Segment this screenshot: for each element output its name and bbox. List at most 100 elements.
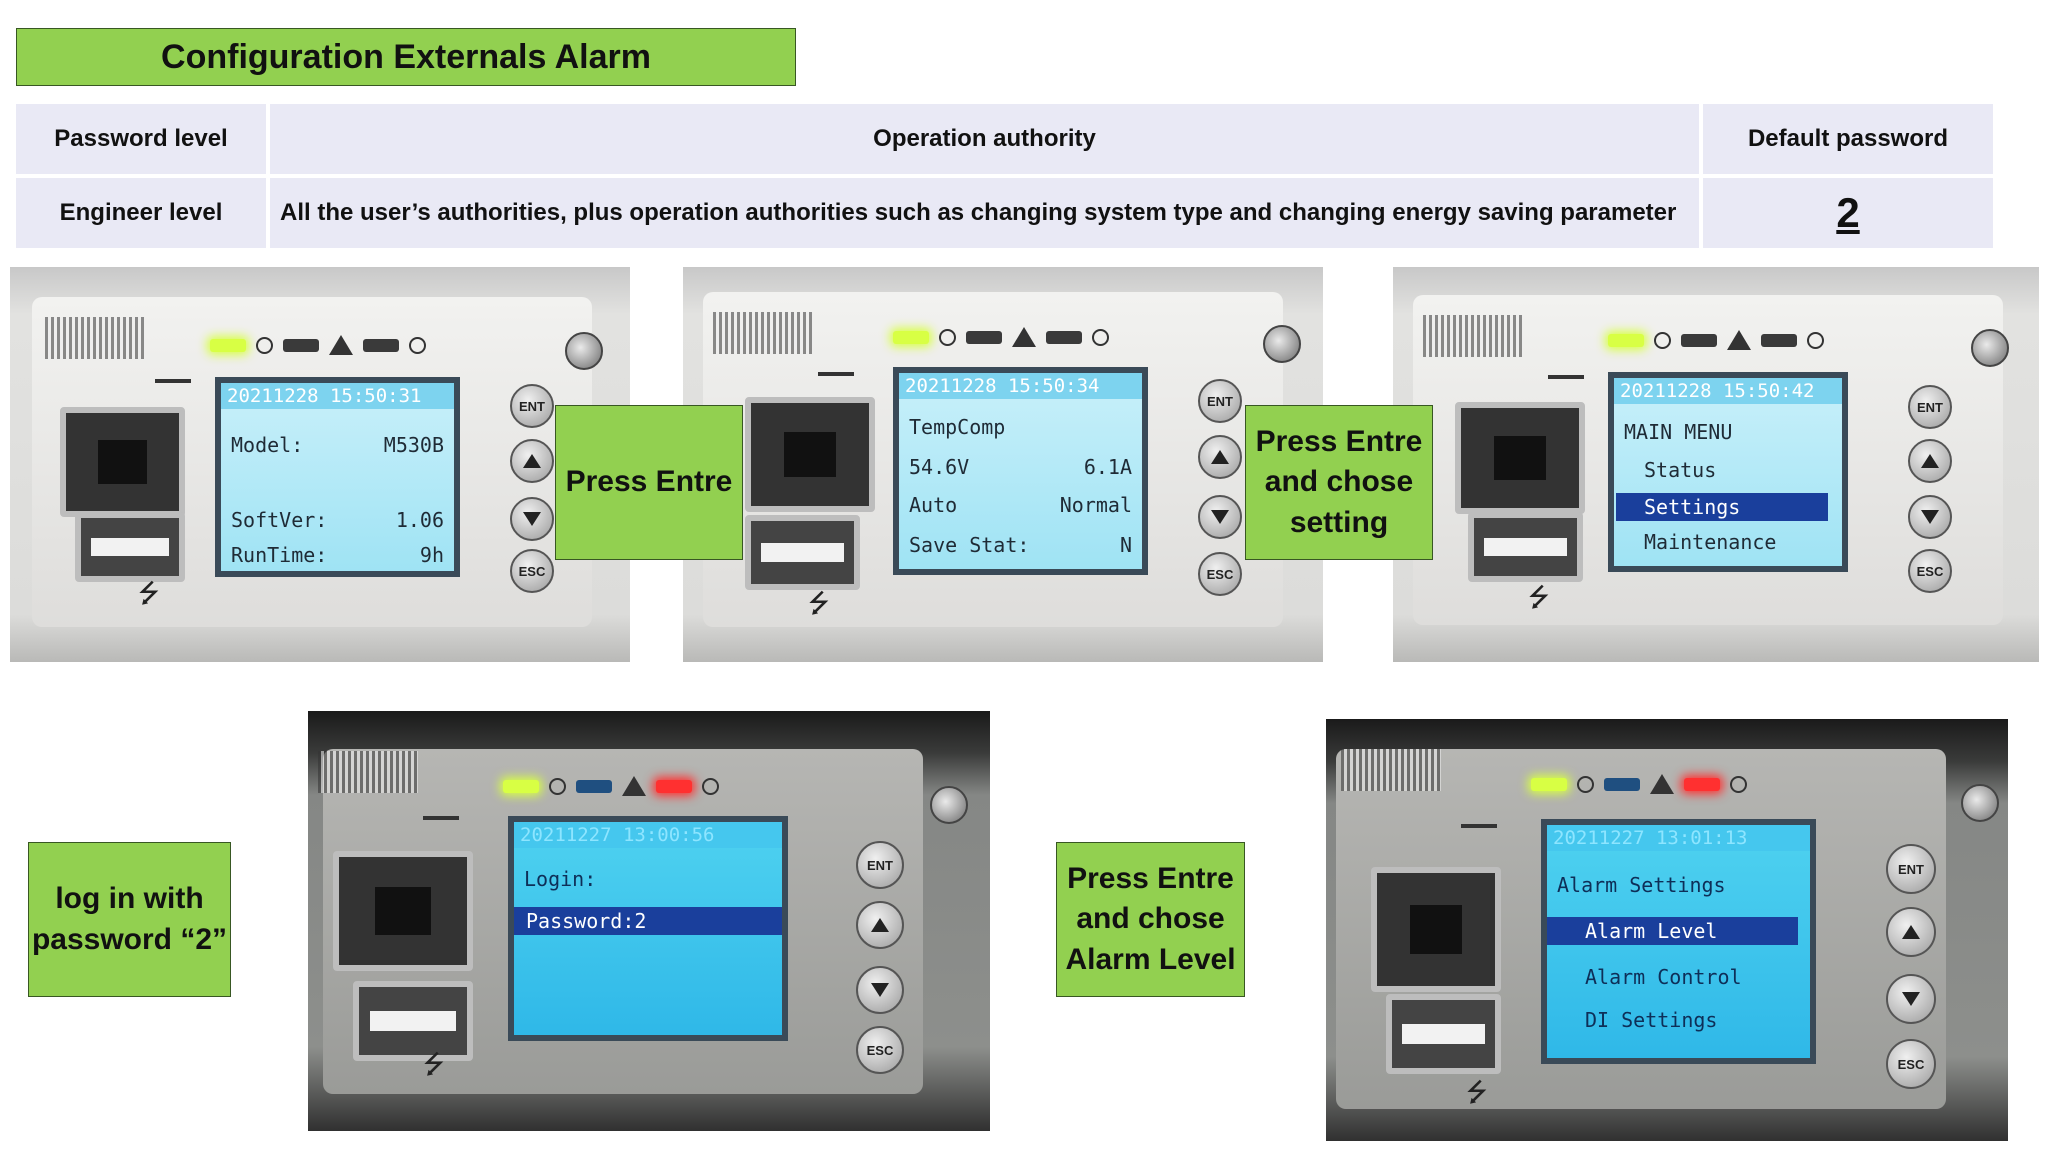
menu-item-settings[interactable]: Settings <box>1616 493 1828 521</box>
ethernet-port[interactable] <box>745 397 875 512</box>
usb-port[interactable] <box>745 515 860 590</box>
usb-port[interactable] <box>1386 994 1501 1074</box>
ent-button[interactable]: ENT <box>1198 379 1242 423</box>
callout-press-entre: Press Entre <box>555 405 743 560</box>
menu-item-alarm-level[interactable]: Alarm Level <box>1547 917 1798 945</box>
runtime-label: RunTime: <box>231 543 328 567</box>
callout-press-entre-setting: Press Entre and chose setting <box>1245 405 1433 560</box>
table-header-row: Password level Operation authority Defau… <box>16 104 1993 174</box>
arrow-up-icon <box>871 918 889 932</box>
state-value: Normal <box>1059 493 1132 517</box>
status-indicators <box>503 776 719 796</box>
led-2 <box>966 330 1002 344</box>
ent-button[interactable]: ENT <box>510 384 554 428</box>
warning-icon <box>1012 327 1036 347</box>
led-2 <box>283 338 319 352</box>
network-icon <box>1548 375 1584 407</box>
menu-item-di-settings[interactable]: DI Settings <box>1585 1008 1718 1032</box>
usb-port[interactable] <box>353 981 473 1061</box>
down-button[interactable] <box>1886 974 1936 1024</box>
menu-item-alarm-control[interactable]: Alarm Control <box>1585 965 1742 989</box>
ethernet-port[interactable] <box>1371 867 1501 992</box>
up-button[interactable] <box>856 901 904 949</box>
ethernet-port[interactable] <box>60 407 185 517</box>
usb-icon: ⭍ <box>423 1049 445 1079</box>
ent-button[interactable]: ENT <box>856 841 904 889</box>
callout-log-in-password: log in with password “2” <box>28 842 231 997</box>
menu-item-maintenance[interactable]: Maintenance <box>1644 530 1777 554</box>
up-button[interactable] <box>1886 907 1936 957</box>
barcode-label <box>713 312 813 354</box>
down-button[interactable] <box>856 966 904 1014</box>
arrow-down-icon <box>1902 992 1920 1006</box>
esc-button[interactable]: ESC <box>1886 1039 1936 1089</box>
fault-icon <box>1092 328 1109 346</box>
arrow-up-icon <box>523 454 541 468</box>
fault-icon <box>702 777 719 795</box>
power-led <box>1608 333 1644 347</box>
screw-icon <box>1971 329 2009 367</box>
lcd-datetime: 20211227 13:00:56 <box>514 822 782 848</box>
network-icon <box>155 379 191 411</box>
esc-button[interactable]: ESC <box>510 549 554 593</box>
cell-default-password: 2 <box>1703 178 1993 248</box>
ethernet-port[interactable] <box>1455 402 1585 514</box>
softver-value: 1.06 <box>395 508 444 532</box>
warning-icon <box>1727 330 1751 350</box>
main-menu-title: MAIN MENU <box>1624 420 1733 444</box>
esc-button[interactable]: ESC <box>1198 552 1242 596</box>
password-field[interactable]: Password:2 <box>514 907 782 935</box>
fault-icon <box>1807 331 1824 349</box>
lcd-screen: 20211227 13:01:13 Alarm Settings Alarm L… <box>1541 819 1816 1064</box>
lcd-datetime: 20211227 13:01:13 <box>1547 825 1810 851</box>
controller-photo-4: ⭍ 20211227 13:00:56 Login: Password:2 EN… <box>308 711 990 1131</box>
power-led <box>1531 777 1567 791</box>
softver-label: SoftVer: <box>231 508 328 532</box>
info-icon <box>549 777 566 795</box>
arrow-up-icon <box>1211 450 1229 464</box>
screw-icon <box>565 332 603 370</box>
alarm-led <box>1684 777 1720 791</box>
led-2 <box>1681 333 1717 347</box>
model-value: M530B <box>383 433 444 457</box>
lcd-datetime: 20211228 15:50:42 <box>1614 378 1842 404</box>
barcode-label <box>1341 749 1441 791</box>
usb-port[interactable] <box>1468 512 1583 582</box>
menu-item-alarm-settings[interactable]: Alarm Settings <box>1557 873 1726 897</box>
led-2 <box>1604 777 1640 791</box>
up-button[interactable] <box>1908 439 1952 483</box>
model-label: Model: <box>231 433 304 457</box>
down-button[interactable] <box>510 497 554 541</box>
network-icon <box>423 816 459 848</box>
screw-icon <box>1961 784 1999 822</box>
ent-button[interactable]: ENT <box>1886 844 1936 894</box>
ent-button[interactable]: ENT <box>1908 385 1952 429</box>
network-icon <box>1461 824 1497 856</box>
arrow-down-icon <box>523 512 541 526</box>
save-stat-label: Save Stat: <box>909 533 1030 557</box>
usb-port[interactable] <box>75 512 185 582</box>
info-icon <box>1577 775 1594 793</box>
mode-value: Auto <box>909 493 958 517</box>
up-button[interactable] <box>510 439 554 483</box>
barcode-label <box>45 317 145 359</box>
power-led <box>503 779 539 793</box>
tempcomp-line: TempComp <box>909 415 1006 439</box>
down-button[interactable] <box>1908 495 1952 539</box>
info-icon <box>256 336 273 354</box>
ethernet-port[interactable] <box>333 851 473 971</box>
power-led <box>210 338 246 352</box>
runtime-value: 9h <box>419 543 444 567</box>
esc-button[interactable]: ESC <box>1908 549 1952 593</box>
down-button[interactable] <box>1198 495 1242 539</box>
header-password-level: Password level <box>16 104 266 174</box>
up-button[interactable] <box>1198 435 1242 479</box>
current-value: 6.1A <box>1083 455 1132 479</box>
info-icon <box>939 328 956 346</box>
arrow-down-icon <box>1921 510 1939 524</box>
esc-button[interactable]: ESC <box>856 1026 904 1074</box>
authority-table: Password level Operation authority Defau… <box>12 100 1997 252</box>
table-row: Engineer level All the user’s authoritie… <box>16 178 1993 248</box>
status-indicators <box>1608 330 1824 350</box>
menu-item-status[interactable]: Status <box>1644 458 1717 482</box>
